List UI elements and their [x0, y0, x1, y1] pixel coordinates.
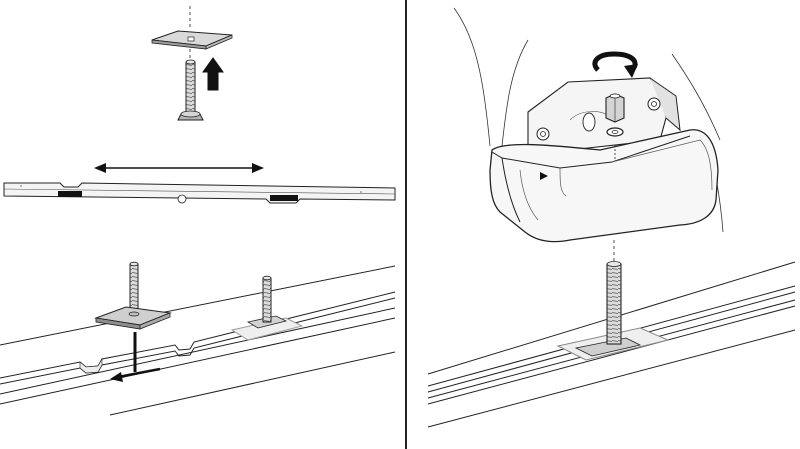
t-bolt-upright [129, 261, 139, 311]
roof-track [0, 265, 396, 416]
vehicle-outline [453, 7, 724, 233]
rail-pad-right [270, 195, 298, 201]
plate-and-bolt-lift [151, 6, 233, 121]
foot-base [489, 129, 719, 243]
insert-slide-arrow-icon [110, 332, 161, 382]
rotate-arrow-icon [592, 51, 638, 78]
rail-slide-range [3, 163, 396, 204]
bolt-insert-into-track [0, 261, 396, 416]
roof-foot [489, 51, 719, 243]
right-panel [427, 7, 796, 428]
up-arrow-icon [202, 57, 224, 91]
rail-pad-left [58, 191, 82, 197]
t-bolt-in-track-right [556, 261, 670, 361]
rail-center-hole [177, 194, 187, 204]
nut-and-washer [605, 93, 625, 137]
left-panel [0, 6, 396, 416]
double-headed-arrow-icon [94, 163, 264, 173]
t-bolt-in-track [230, 275, 304, 341]
t-bolt [177, 59, 204, 121]
flat-plate-lower [94, 306, 172, 330]
bracket-slot [582, 112, 596, 132]
